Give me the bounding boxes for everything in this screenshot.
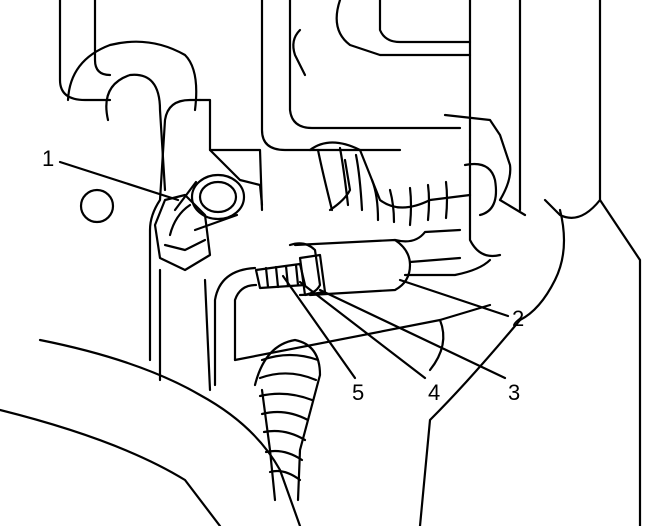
- leader-line-4: [298, 280, 427, 380]
- leader-lines: [58, 160, 510, 380]
- corrugated-wire-loom-upper: [308, 113, 527, 227]
- mounting-hole: [79, 188, 115, 224]
- sensor-body: [288, 228, 492, 297]
- heater-hose-upper: [66, 40, 198, 192]
- callout-2: 2: [512, 306, 525, 331]
- leader-line-3: [318, 288, 507, 380]
- engine-panel-lower: [213, 198, 642, 526]
- callout-5: 5: [352, 380, 365, 405]
- leader-line-5: [281, 274, 357, 380]
- leader-line-2: [398, 278, 510, 318]
- callout-4: 4: [428, 380, 441, 405]
- leader-line-1: [58, 160, 180, 202]
- callout-1: 1: [42, 146, 55, 171]
- hose-fitting-1: [153, 173, 246, 272]
- lower-curve: [0, 338, 302, 526]
- sensor-threaded-tip: [254, 253, 327, 297]
- upper-bracket: [260, 0, 602, 322]
- corrugated-wire-loom-lower: [253, 338, 322, 502]
- callout-3: 3: [508, 380, 521, 405]
